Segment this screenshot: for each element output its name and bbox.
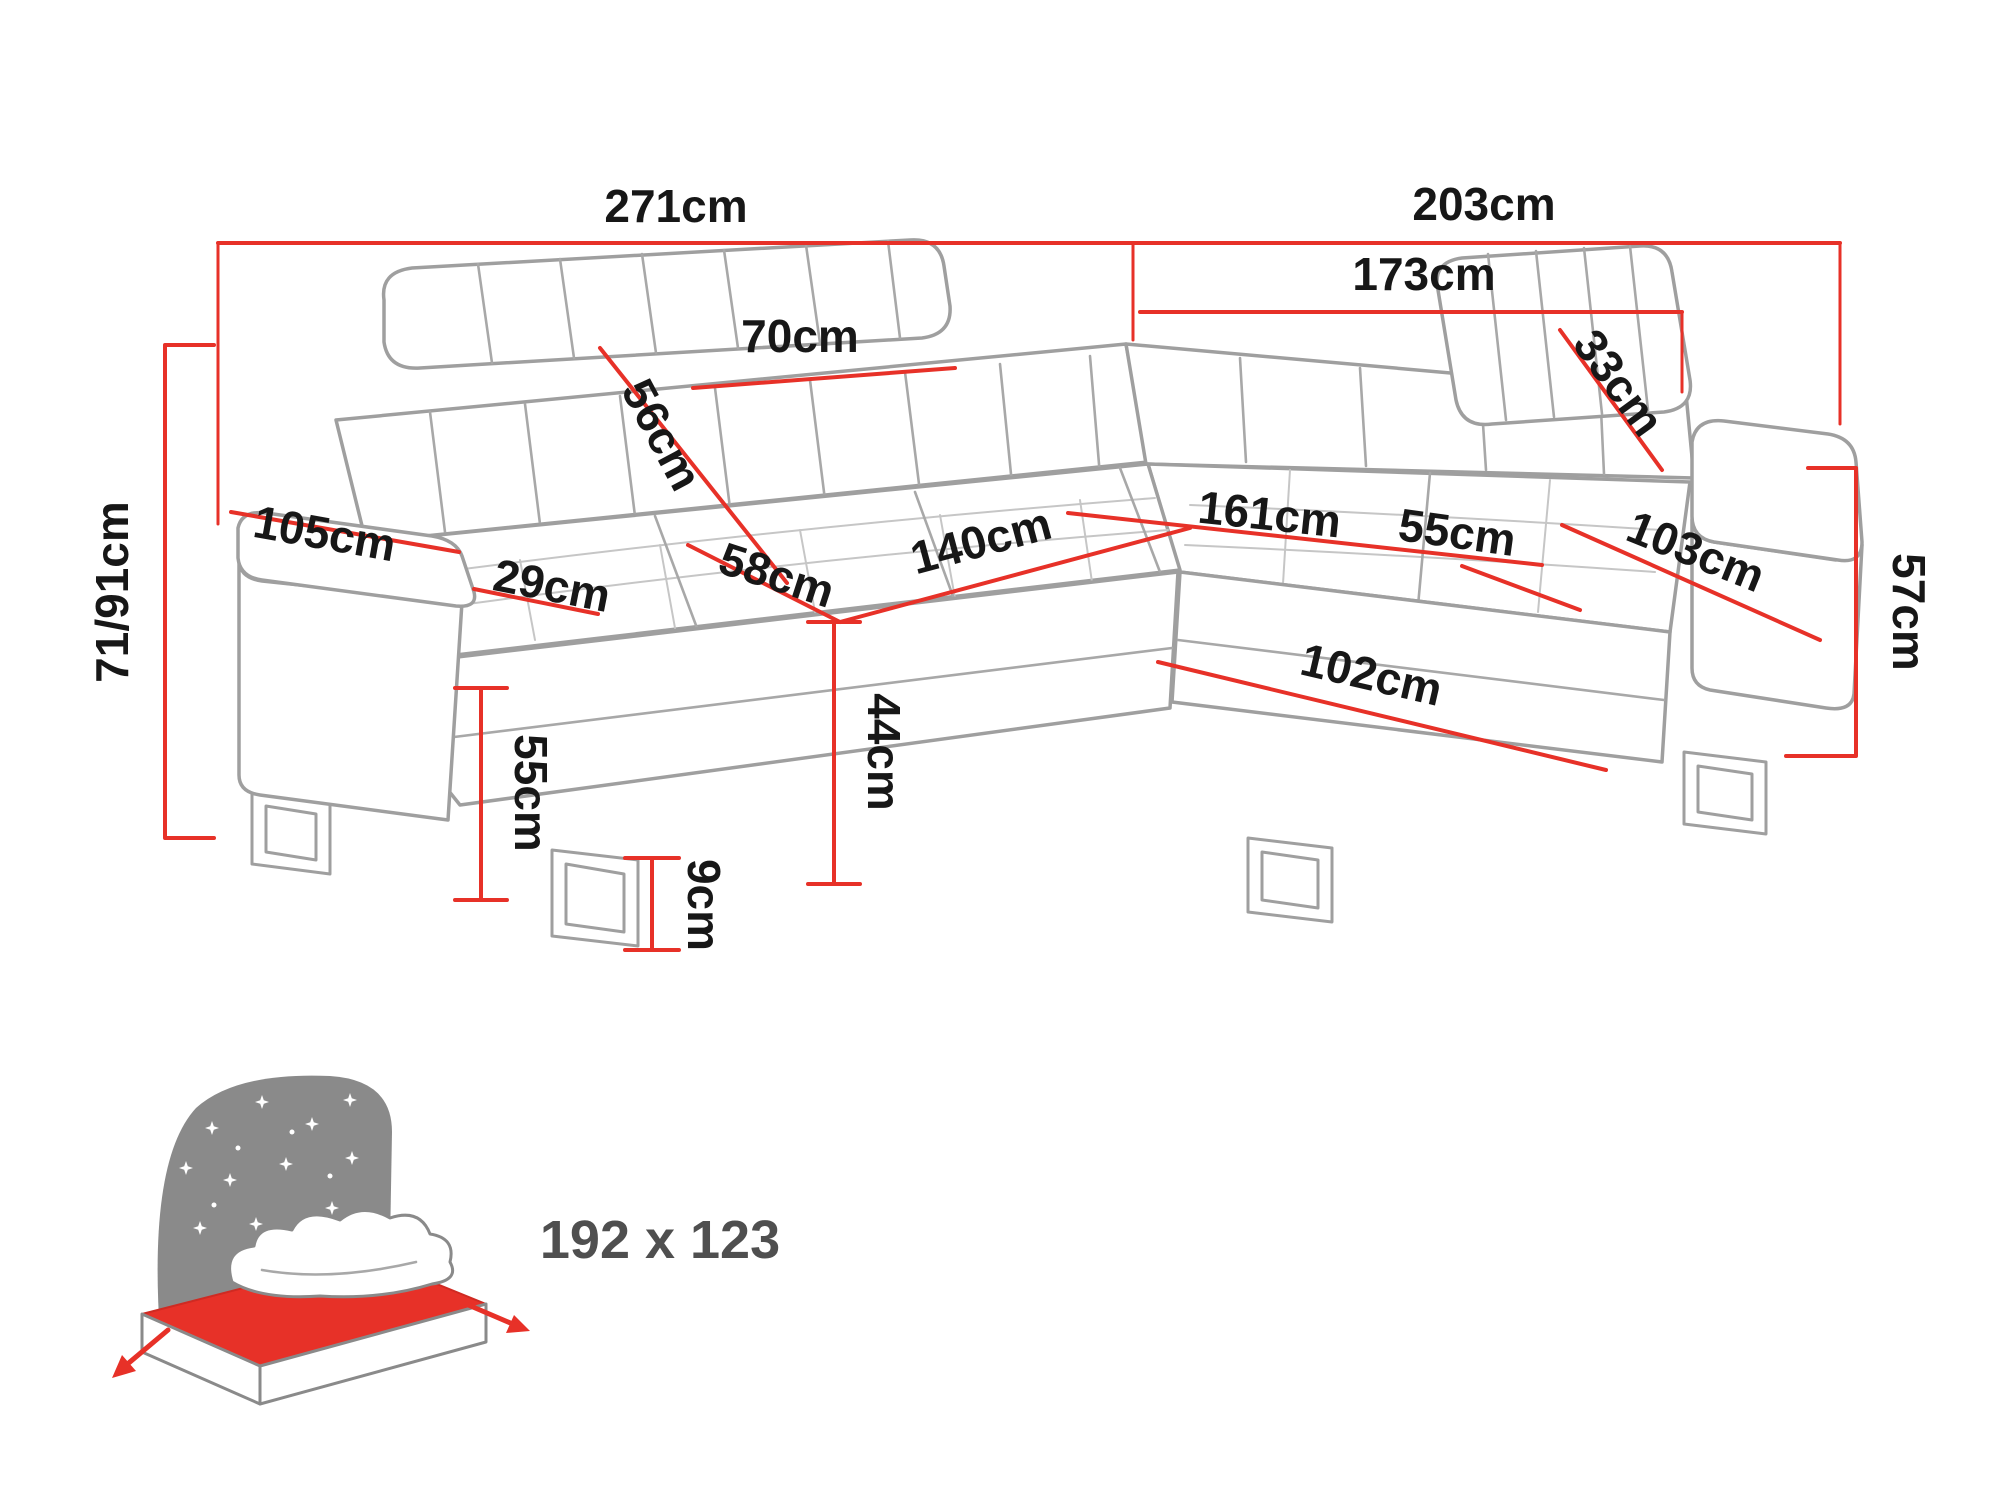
dim-label-seat-height: 44cm xyxy=(858,693,910,811)
star-icon xyxy=(179,1161,193,1175)
dim-line-56 xyxy=(598,346,789,585)
dim-label-total-depth: 203cm xyxy=(1412,178,1555,230)
dimension-lines xyxy=(163,241,1858,952)
dim-line-57 xyxy=(1784,466,1858,758)
corner-sofa-drawing xyxy=(236,238,1864,948)
star-icon xyxy=(345,1151,359,1165)
metal-legs xyxy=(250,750,1768,948)
right-armrest-top xyxy=(1690,418,1864,563)
star-icon xyxy=(193,1221,207,1235)
star-icon xyxy=(343,1093,357,1107)
star-dot xyxy=(211,1202,217,1208)
left-headrest-channels xyxy=(476,239,902,365)
dim-line-29 xyxy=(472,587,600,616)
star-dot xyxy=(235,1145,241,1151)
dim-line-55-right xyxy=(1460,564,1582,612)
left-armrest-top xyxy=(236,510,477,608)
left-headrest-pillow xyxy=(381,238,952,370)
main-backrest-tufting xyxy=(428,354,1102,534)
star-icon xyxy=(249,1217,263,1231)
star-icon xyxy=(205,1121,219,1135)
dim-label-headrest-width: 70cm xyxy=(741,310,859,362)
dim-line-44 xyxy=(806,620,862,886)
right-front-face xyxy=(1170,570,1672,764)
dim-line-161 xyxy=(1066,511,1544,567)
star-icon xyxy=(255,1095,269,1109)
dim-label-inner-depth: 173cm xyxy=(1352,248,1495,300)
dim-label-total-width: 271cm xyxy=(604,180,747,232)
night-sky-headboard xyxy=(157,1075,392,1335)
dim-label-total-height: 71/91cm xyxy=(86,501,138,683)
leg-front-middle-inner xyxy=(564,862,626,934)
star-icon xyxy=(305,1117,319,1131)
blanket-fold-line xyxy=(260,1260,418,1276)
dim-line-71-91 xyxy=(163,343,216,840)
unfold-arrow-right-head xyxy=(506,1315,530,1333)
sleeping-function-icon: 192 x 123 xyxy=(112,1075,780,1406)
star-dot xyxy=(289,1129,295,1135)
dim-line-70 xyxy=(691,366,957,390)
bed-base-right-face xyxy=(258,1302,488,1406)
dim-line-105 xyxy=(229,510,461,554)
star-icon xyxy=(279,1157,293,1171)
dim-label-right-height: 57cm xyxy=(1883,553,1935,671)
dim-line-9 xyxy=(623,856,681,952)
dim-line-58 xyxy=(686,543,842,624)
unfold-arrow-left-head xyxy=(112,1355,136,1378)
leg-left-armrest-inner xyxy=(264,804,318,862)
leg-chaise-front-inner xyxy=(1260,850,1320,910)
sleeping-area-label: 192 x 123 xyxy=(540,1210,780,1270)
dim-line-103 xyxy=(1560,523,1822,642)
dim-line-33 xyxy=(1558,328,1664,472)
dim-line-55-left xyxy=(453,686,509,902)
star-dot xyxy=(327,1173,333,1179)
star-icon xyxy=(223,1173,237,1187)
right-front-seam xyxy=(1176,638,1666,702)
pillow-blanket xyxy=(228,1209,455,1299)
star-icon xyxy=(325,1201,339,1215)
dim-label-front-height: 55cm xyxy=(505,734,557,852)
dim-line-140 xyxy=(838,526,1192,624)
dim-label-leg-height: 9cm xyxy=(678,859,730,951)
leg-right-armrest-inner xyxy=(1696,764,1754,822)
dim-line-102 xyxy=(1156,660,1608,772)
main-front-seam xyxy=(444,646,1174,740)
